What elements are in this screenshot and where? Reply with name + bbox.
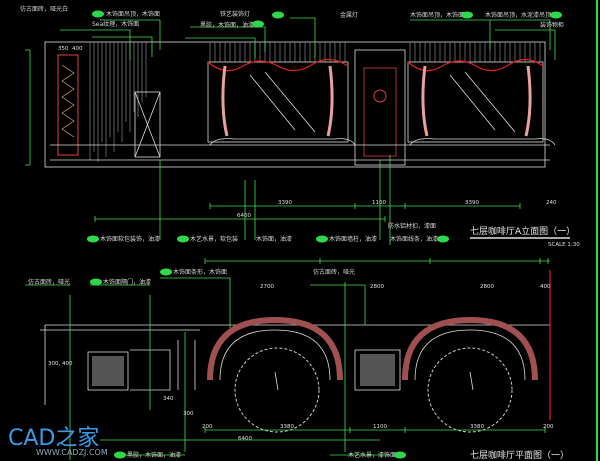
callout-tag-icon bbox=[550, 11, 562, 19]
dimension: 200 bbox=[202, 424, 213, 430]
label: 装饰物柜 bbox=[540, 21, 564, 29]
dimension: 340 bbox=[163, 396, 174, 402]
plan-drawing bbox=[25, 258, 551, 460]
plan-labels: 仿古面砖，哑光 木饰面隔门，油漆 木饰面条形，木饰面 仿古面砖，哑光 2700 … bbox=[28, 268, 569, 461]
label: 木饰面条形，木饰面 bbox=[173, 268, 227, 276]
label: 防水铝材扣，漆面 bbox=[388, 222, 436, 230]
dimension: 3390 bbox=[465, 200, 479, 206]
elevation-title: 七层咖啡厅A立面图（一） bbox=[470, 225, 575, 237]
dimension: 6400 bbox=[238, 436, 252, 442]
dimension: 3380 bbox=[280, 424, 294, 430]
dimension: 200 bbox=[543, 424, 554, 430]
dimension: 300 bbox=[183, 411, 194, 417]
label: 金属灯 bbox=[340, 11, 358, 19]
label: 木饰面线条，油漆 bbox=[390, 235, 438, 243]
dimension: 6400 bbox=[237, 213, 251, 219]
dimension: 1100 bbox=[373, 424, 387, 430]
dimension: 2700 bbox=[260, 284, 274, 290]
label: 木艺水景，软包装 bbox=[190, 235, 238, 243]
watermark-logo: CAD之家 WWW.CADZJ.COM bbox=[8, 420, 108, 457]
callout-tag-icon bbox=[461, 11, 473, 19]
callout-tag-icon bbox=[92, 10, 104, 18]
label: 木饰面吊顶，木饰面 bbox=[106, 10, 160, 18]
label: 木饰面，油漆 bbox=[256, 235, 292, 243]
dimension: 400 bbox=[540, 284, 551, 290]
plan-title: 七层咖啡厅平面图（一） bbox=[470, 449, 569, 461]
dimension: 300, 400 bbox=[48, 361, 73, 367]
watermark-brand: CAD之家 bbox=[8, 426, 100, 451]
label: 黑胶，木饰面，油漆 bbox=[200, 21, 254, 29]
dimension: 2800 bbox=[370, 284, 384, 290]
label: 木饰面吊顶，水泥漆吊顶 bbox=[485, 11, 551, 19]
dimension: 3380 bbox=[470, 424, 484, 430]
label: 仿古面砖，哑光 bbox=[28, 278, 70, 286]
callout-tag-icon bbox=[252, 20, 264, 28]
label: 木饰面软包装饰，油漆 bbox=[100, 235, 160, 243]
label: 铁艺装饰灯 bbox=[220, 10, 250, 18]
watermark-url: WWW.CADZJ.COM bbox=[36, 448, 108, 457]
label: 木饰面吊顶，木饰面 bbox=[410, 11, 464, 19]
label: Sea纹理，木饰面 bbox=[92, 20, 139, 28]
dimension: 3390 bbox=[278, 200, 292, 206]
dimension: 400 bbox=[72, 46, 83, 52]
elevation-drawing bbox=[25, 17, 556, 245]
label: 仿古面砖，哑光白 bbox=[20, 5, 68, 13]
label: 木饰面隔门，油漆 bbox=[103, 278, 151, 286]
dimension: 240 bbox=[546, 200, 557, 206]
callout-tag-icon bbox=[272, 11, 284, 19]
elevation-labels: 仿古面砖，哑光白 木饰面吊顶，木饰面 Sea纹理，木饰面 铁艺装饰灯 黑胶，木饰… bbox=[20, 5, 580, 248]
label: 木艺水景，漆饰面 bbox=[348, 451, 396, 459]
label: 黑胶，木饰面，油漆 bbox=[127, 451, 181, 459]
dimension: 350 bbox=[58, 46, 69, 52]
label: 木饰面墙柱，油漆 bbox=[329, 235, 377, 243]
label: 仿古面砖，哑光 bbox=[313, 268, 355, 276]
dimension: 2800 bbox=[480, 284, 494, 290]
dimension: 1100 bbox=[372, 200, 386, 206]
scale-label: SCALE 1:30 bbox=[548, 242, 580, 248]
